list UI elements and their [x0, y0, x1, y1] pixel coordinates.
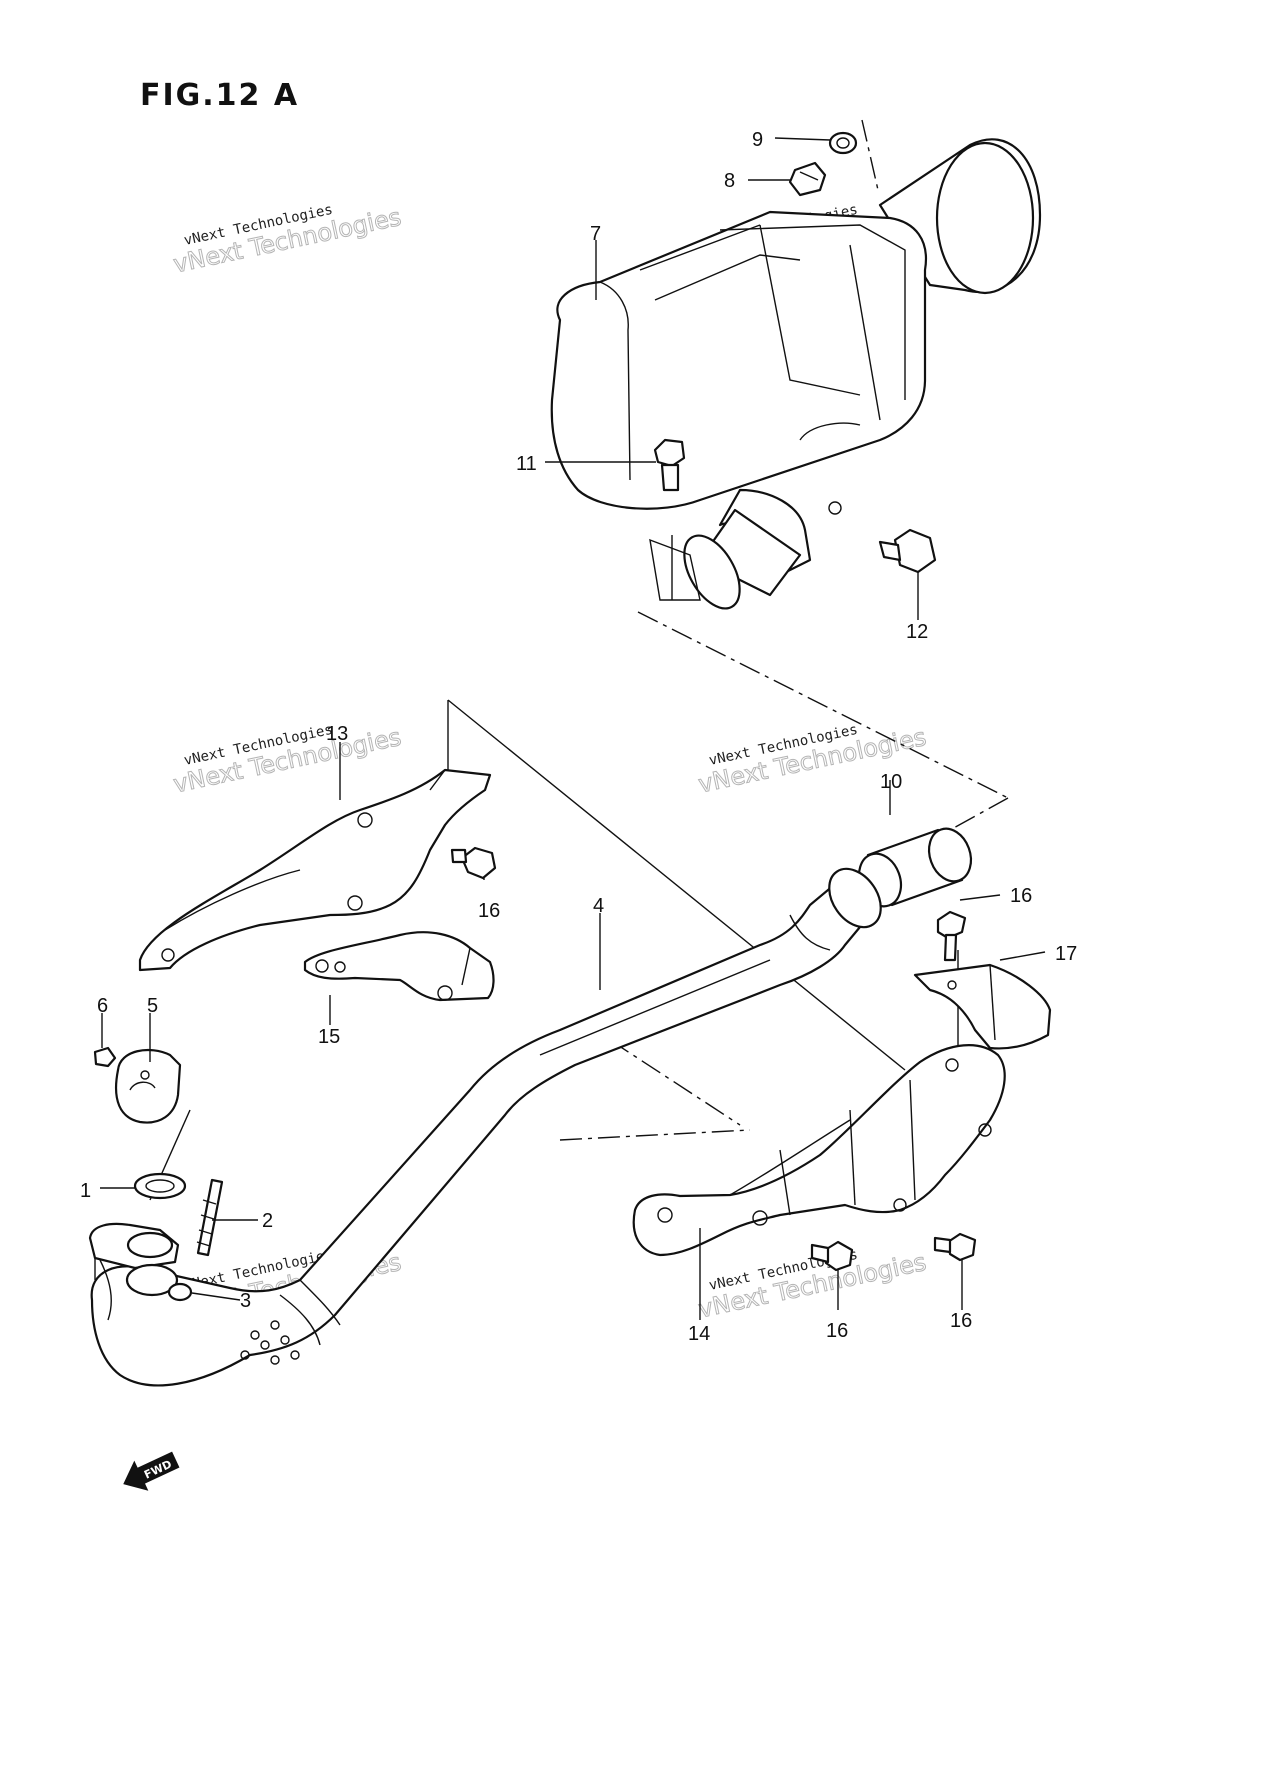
callout-4: 4	[593, 895, 604, 917]
callout-13: 13	[326, 723, 348, 745]
callout-17: 17	[1055, 943, 1077, 965]
callout-labels: 1 2 3 4 5 6 7 8 9 10 11 12 13 14 15 16 1…	[80, 129, 1077, 1345]
callout-3: 3	[240, 1290, 251, 1312]
bolt-11	[653, 438, 686, 492]
callout-12: 12	[906, 621, 928, 643]
gasket-1	[133, 1172, 187, 1200]
figure-title: FIG.12 A	[140, 78, 300, 113]
heat-shield-13	[138, 768, 492, 972]
callout-16-b: 16	[1010, 885, 1032, 907]
watermark-3: vNext Technologies vNext Technologies	[170, 722, 404, 799]
bolt-16-a	[450, 846, 497, 880]
bolt-8	[788, 161, 827, 197]
callout-16-d: 16	[950, 1310, 972, 1332]
bolt-16-b	[936, 910, 967, 962]
callout-11: 11	[516, 453, 537, 475]
callout-7: 7	[590, 223, 601, 245]
bolt-16-c	[810, 1240, 854, 1272]
callout-10: 10	[880, 771, 902, 793]
callout-15: 15	[318, 1026, 340, 1048]
watermark-6: vNext Technologies vNext Technologies	[695, 1247, 929, 1324]
callout-8: 8	[724, 170, 735, 192]
stud-bolt-2	[196, 1178, 224, 1257]
forward-arrow-icon: FWD	[123, 1451, 180, 1491]
bracket-17	[913, 963, 1052, 1050]
nut-3	[167, 1282, 193, 1302]
callout-16-a: 16	[478, 900, 500, 922]
screw-6	[93, 1046, 117, 1068]
cover-5	[114, 1048, 182, 1124]
watermark-1: vNext Technologies vNext Technologies	[170, 202, 404, 279]
callout-6: 6	[97, 995, 108, 1017]
callout-9: 9	[752, 129, 763, 151]
pipe-sleeve-10	[857, 827, 973, 908]
bolt-12	[878, 528, 937, 574]
bolt-16-d	[933, 1232, 977, 1262]
callout-5: 5	[147, 995, 158, 1017]
leader-lines	[100, 137, 1046, 1320]
callout-2: 2	[262, 1210, 273, 1232]
callout-1: 1	[80, 1180, 91, 1202]
callout-14: 14	[688, 1323, 710, 1345]
bracket-15	[303, 931, 495, 1002]
exhaust-pipe-4	[88, 867, 882, 1387]
nut-9	[828, 131, 858, 155]
muffler	[550, 138, 1042, 610]
callout-16-c: 16	[826, 1320, 848, 1342]
assembly-lines	[94, 119, 1009, 1280]
heat-shield-14	[632, 1044, 1006, 1257]
